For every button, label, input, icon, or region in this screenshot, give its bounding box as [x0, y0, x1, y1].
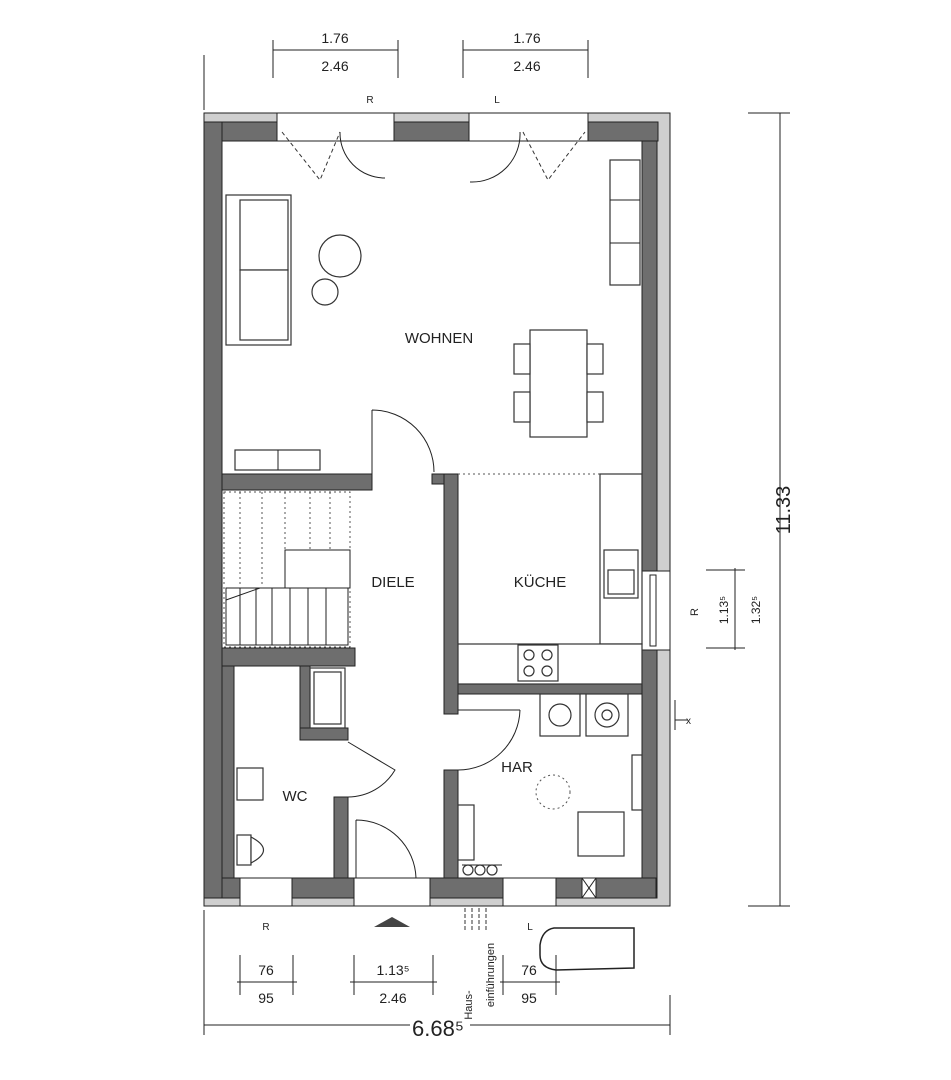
dim-height-total: 11.33: [773, 486, 795, 535]
dim-top-left-inner: 1.76: [321, 30, 348, 46]
dim-top-right-outer: 2.46: [513, 58, 540, 74]
dim-top-right-inner: 1.76: [513, 30, 540, 46]
bin-enclosure: [539, 927, 635, 971]
marker-side-r: R: [689, 608, 701, 616]
dim-bottom-left-outer: 95: [258, 990, 274, 1006]
dim-window-outer: 1.32⁵: [749, 596, 763, 624]
room-label-har: HAR: [501, 759, 533, 776]
dim-width-total: 6.68⁵: [412, 1016, 464, 1041]
room-label-wohnen: WOHNEN: [405, 330, 473, 347]
dim-bottom-right-inner: 76: [521, 962, 537, 978]
note-haus: Haus-: [463, 990, 475, 1020]
room-label-wc: WC: [283, 788, 308, 805]
dim-bottom-door-inner: 1.13⁵: [376, 962, 409, 978]
dim-top-left-outer: 2.46: [321, 58, 348, 74]
note-einfuehrungen: einführungen: [485, 943, 497, 1007]
top-dimensions: 1.76 2.46 1.76 2.46 R L: [203, 30, 589, 110]
dim-window-inner: 1.13⁵: [717, 596, 731, 624]
right-dimensions: 11.33 1.13⁵ 1.32⁵ R x: [674, 112, 795, 907]
kitchen-furniture: [457, 473, 643, 685]
marker-side-x: x: [686, 716, 691, 727]
room-label-kueche: KÜCHE: [514, 573, 567, 591]
wc-furniture: [236, 667, 417, 879]
staircase: [223, 491, 351, 648]
utility-room-furniture: [457, 693, 643, 899]
living-furniture: [225, 159, 641, 471]
marker-top-r: R: [366, 95, 373, 106]
marker-bottom-r: R: [262, 922, 269, 933]
dim-bottom-right-outer: 95: [521, 990, 537, 1006]
room-label-diele: DIELE: [371, 574, 414, 591]
marker-top-l: L: [494, 95, 500, 106]
entrance-arrow-icon: [374, 917, 410, 927]
marker-bottom-l: L: [527, 922, 533, 933]
terrace-doors: [281, 131, 586, 183]
dim-bottom-door-outer: 2.46: [379, 990, 406, 1006]
dim-bottom-left-inner: 76: [258, 962, 274, 978]
door-diele-wohnen: [371, 409, 435, 474]
bottom-annotations: R L Haus- einführungen 76 95 1.13⁵ 2.46 …: [203, 908, 671, 1041]
